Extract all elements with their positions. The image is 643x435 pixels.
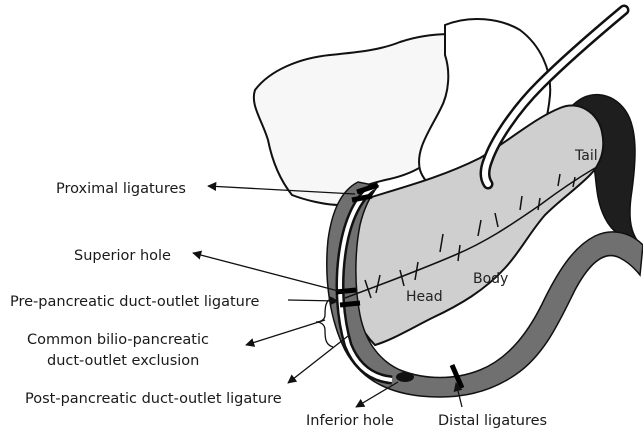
inferior-hole-shape xyxy=(396,372,414,382)
post-pancreatic-label: Post-pancreatic duct-outlet ligature xyxy=(25,391,282,407)
superior-hole-arrow xyxy=(193,253,346,293)
tail-label: Tail xyxy=(574,148,598,164)
common-exclusion-label-2: duct-outlet exclusion xyxy=(47,353,199,369)
distal-ligatures-label: Distal ligatures xyxy=(438,413,547,429)
superior-hole-label: Superior hole xyxy=(74,248,171,264)
head-label: Head xyxy=(406,289,443,305)
inferior-hole-arrow xyxy=(356,382,398,407)
inferior-hole-label: Inferior hole xyxy=(306,413,394,429)
body-label: Body xyxy=(473,271,508,287)
post-pancreatic-arrow xyxy=(288,336,348,383)
common-exclusion-arrow xyxy=(246,320,325,345)
common-exclusion-label-1: Common bilio-pancreatic xyxy=(27,332,209,348)
proximal-ligatures-label: Proximal ligatures xyxy=(56,181,186,197)
pre-pancreatic-label: Pre-pancreatic duct-outlet ligature xyxy=(10,294,259,310)
